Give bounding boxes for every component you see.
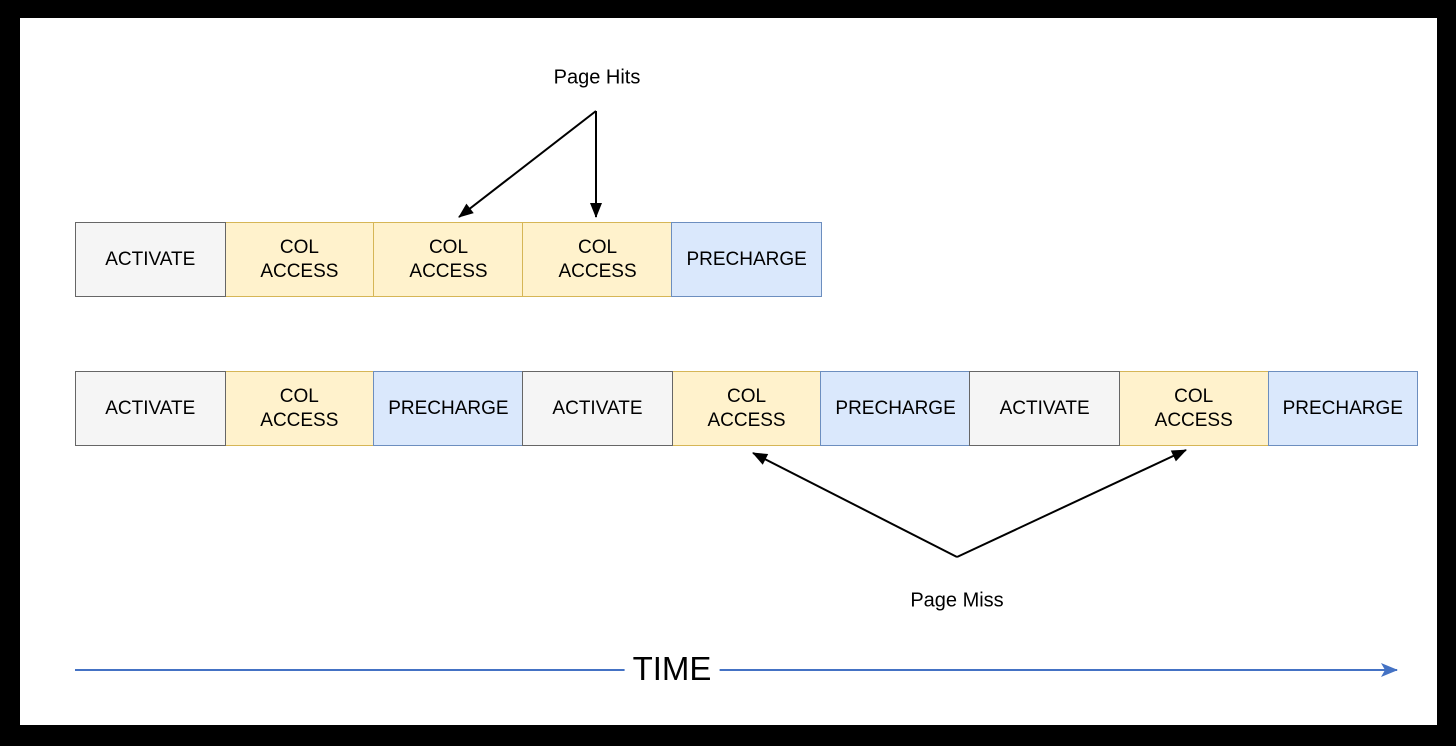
box-col-access: COL ACCESS bbox=[671, 371, 822, 446]
box-activate: ACTIVATE bbox=[75, 222, 226, 297]
page-hit-sequence-row: ACTIVATE COL ACCESS COL ACCESS COL ACCES… bbox=[75, 222, 822, 297]
box-col-access: COL ACCESS bbox=[522, 222, 673, 297]
page-hits-label: Page Hits bbox=[553, 66, 641, 89]
page-miss-sequence-row: ACTIVATE COL ACCESS PRECHARGE ACTIVATE C… bbox=[75, 371, 1419, 446]
box-precharge: PRECHARGE bbox=[373, 371, 524, 446]
box-col-access: COL ACCESS bbox=[224, 371, 375, 446]
time-axis-label: TIME bbox=[624, 650, 720, 688]
box-precharge: PRECHARGE bbox=[1267, 371, 1419, 446]
box-activate: ACTIVATE bbox=[969, 371, 1120, 446]
box-activate: ACTIVATE bbox=[75, 371, 226, 446]
box-precharge: PRECHARGE bbox=[820, 371, 971, 446]
page-miss-label: Page Miss bbox=[910, 589, 1004, 612]
box-col-access: COL ACCESS bbox=[1118, 371, 1269, 446]
box-col-access: COL ACCESS bbox=[224, 222, 375, 297]
box-precharge: PRECHARGE bbox=[671, 222, 822, 297]
box-col-access: COL ACCESS bbox=[373, 222, 524, 297]
box-activate: ACTIVATE bbox=[522, 371, 673, 446]
